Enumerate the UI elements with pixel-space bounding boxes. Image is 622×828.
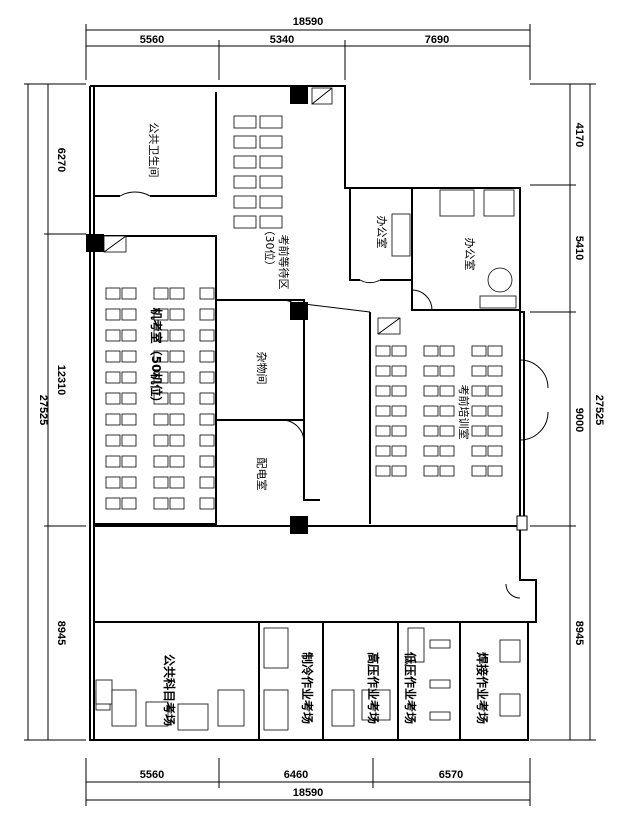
computer-exam-label: 机考室（50机位） [149, 308, 164, 409]
electrical-label: 配电室 [255, 458, 269, 491]
doors [119, 191, 549, 599]
columns [86, 86, 528, 534]
refrigeration-label: 制冷作业考场 [300, 652, 315, 724]
right-seg-1-dim: 4170 [573, 123, 585, 147]
small-office-label: 办公室 [375, 216, 389, 249]
public-subject-label: 公共科目考场 [162, 654, 177, 726]
right-seg-3-dim: 9000 [573, 408, 585, 432]
left-seg-3-dim: 8945 [55, 621, 67, 645]
left-seg-1-dim: 6270 [55, 148, 67, 172]
storage-label: 杂物间 [255, 352, 269, 385]
left-dimensions: 27525 6270 12310 8945 [24, 83, 86, 741]
bottom-dimensions: 5560 6460 6570 18590 [85, 758, 531, 806]
computer-desks [105, 287, 215, 510]
bottom-seg-3-dim: 6570 [439, 769, 463, 781]
left-total-dim: 27525 [37, 395, 49, 426]
office-furniture [391, 189, 517, 309]
high-voltage-label: 高压作业考场 [366, 652, 381, 724]
public-wc-label: 公共卫生间 [147, 123, 161, 178]
waiting-benches [233, 115, 283, 229]
bottom-seg-2-dim: 6460 [284, 769, 308, 781]
welding-label: 焊接作业考场 [475, 652, 490, 724]
low-voltage-label: 低压作业考场 [403, 651, 418, 724]
training-desks [375, 345, 503, 477]
waiting-capacity-label: （30位） [263, 225, 277, 272]
top-total-dim: 18590 [293, 16, 324, 28]
right-seg-2-dim: 5410 [573, 236, 585, 260]
bottom-seg-1-dim: 5560 [140, 769, 164, 781]
right-seg-4-dim: 8945 [573, 621, 585, 645]
right-total-dim: 27525 [593, 395, 605, 426]
top-seg-3-dim: 7690 [425, 34, 449, 46]
top-seg-2-dim: 5340 [270, 34, 294, 46]
left-seg-2-dim: 12310 [55, 365, 67, 396]
top-seg-1-dim: 5560 [140, 34, 164, 46]
exam-equipment [95, 627, 521, 731]
bottom-total-dim: 18590 [293, 787, 324, 799]
large-office-label: 办公室 [463, 238, 477, 271]
waiting-area-label: 考前等待区 [277, 235, 291, 290]
right-dimensions: 27525 4170 5410 9000 8945 [530, 83, 605, 741]
top-dimensions: 18590 5560 5340 7690 [85, 16, 531, 80]
training-label: 考前培训室 [457, 385, 471, 440]
